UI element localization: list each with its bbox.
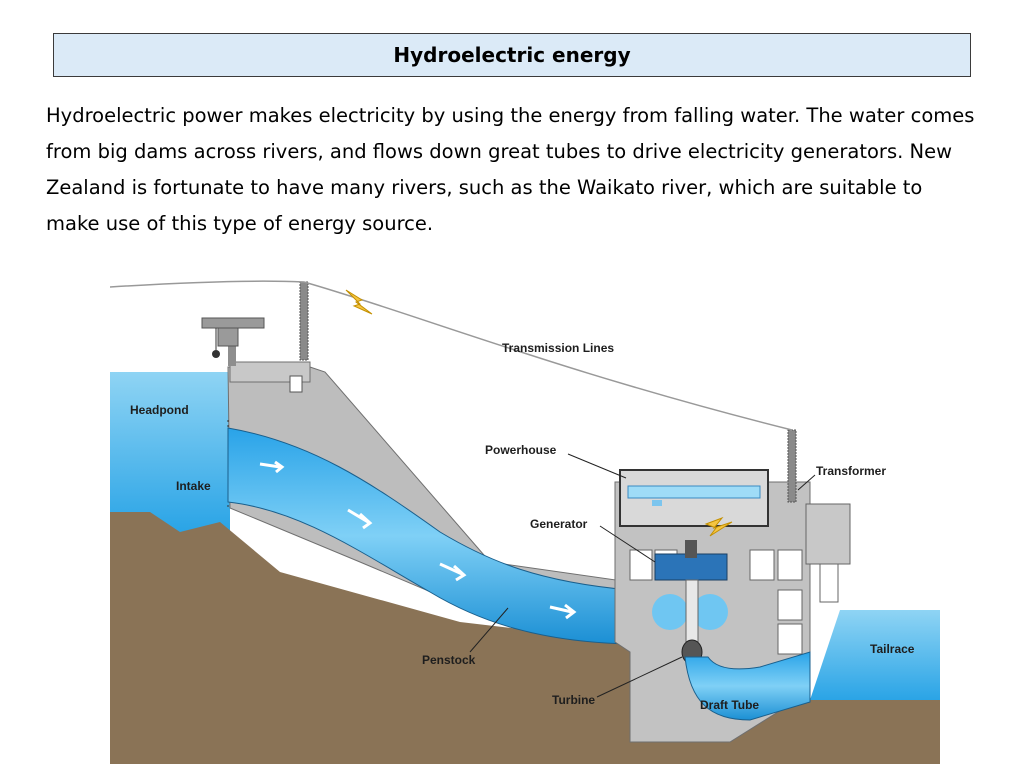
label-headpond: Headpond	[130, 403, 189, 417]
label-transmission-lines: Transmission Lines	[502, 341, 614, 355]
label-intake: Intake	[176, 479, 211, 493]
lightning-bolt-small-icon	[704, 516, 733, 537]
title-box: Hydroelectric energy	[53, 33, 971, 77]
crane-cab	[217, 327, 239, 347]
slide-title: Hydroelectric energy	[393, 43, 631, 67]
dam-tower	[299, 281, 309, 361]
crane-arm	[201, 317, 265, 329]
generator	[654, 553, 728, 581]
transformer-tower	[787, 429, 797, 503]
crane-hook	[212, 350, 220, 358]
label-powerhouse: Powerhouse	[485, 443, 557, 457]
crane-rail	[627, 485, 761, 499]
lightning-bolt-icon	[345, 289, 373, 315]
label-turbine: Turbine	[552, 693, 595, 707]
powerhouse-window	[629, 549, 653, 581]
tailrace-water	[810, 610, 940, 700]
label-tailrace: Tailrace	[870, 642, 915, 656]
label-penstock: Penstock	[422, 653, 476, 667]
label-draft-tube: Draft Tube	[700, 698, 759, 712]
transformer-housing	[805, 503, 851, 565]
label-transformer: Transformer	[816, 464, 886, 478]
headpond-water	[110, 372, 230, 532]
draft-tube	[684, 651, 811, 721]
dam-window	[289, 375, 303, 393]
crane-post	[228, 328, 236, 366]
turbine-chamber	[652, 594, 688, 630]
hydroelectric-dam-diagram: Transmission Lines Headpond Intake Power…	[110, 280, 940, 764]
body-paragraph: Hydroelectric power makes electricity by…	[46, 104, 975, 235]
label-generator: Generator	[530, 517, 588, 531]
